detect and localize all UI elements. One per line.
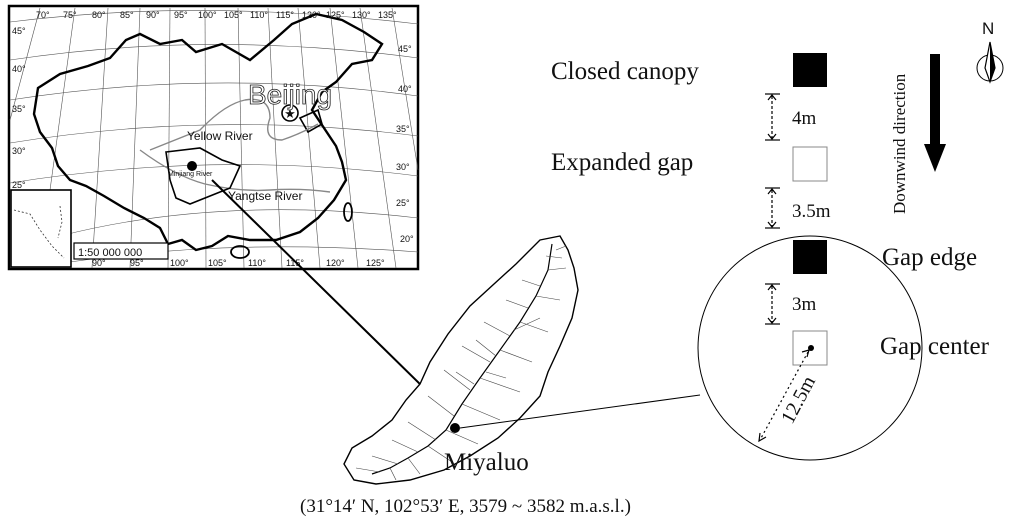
closed-canopy-label: Closed canopy: [551, 58, 699, 85]
lat-right-tick-5: 20°: [400, 234, 414, 244]
south-china-sea-inset: [10, 189, 72, 268]
latitude-ticks-right: 45° 40° 35° 30° 25° 20°: [396, 44, 414, 244]
gap-edge-label: Gap edge: [882, 244, 977, 271]
beijing-label: Beijing: [248, 79, 332, 110]
china-inset-map: ★ Beijing Yellow River Yangtse River Min…: [7, 4, 420, 271]
lat-left-tick-3: 30°: [12, 146, 26, 156]
dist-3-5m-label: 3.5m: [792, 201, 831, 222]
site-to-plot-line: [459, 394, 701, 429]
longitude-ticks-top: 70° 75° 80° 85° 90° 95° 100° 105° 110° 115° 120° 12…: [36, 10, 397, 20]
miyaluo-label: Miyaluo: [444, 449, 529, 476]
beijing-star-icon: ★: [281, 104, 299, 122]
lat-right-tick-3: 30°: [396, 162, 410, 172]
scale-label: 1:50 000 000: [78, 247, 142, 259]
gap-center-label: Gap center: [880, 333, 990, 360]
lon-top-tick-9: 115°: [276, 10, 294, 20]
lon-top-tick-4: 90°: [146, 10, 160, 20]
inset-connector-line: [211, 179, 425, 389]
lon-top-tick-5: 95°: [174, 10, 188, 20]
taiwan-island: [343, 202, 353, 222]
lat-left-tick-2: 35°: [12, 104, 26, 114]
lat-right-tick-4: 25°: [396, 198, 410, 208]
study-location-dot: [187, 161, 197, 171]
lon-bottom-tick-2: 100°: [170, 258, 189, 268]
lon-top-tick-7: 105°: [224, 10, 243, 20]
closed-canopy-square: [793, 53, 827, 87]
yellow-river-label: Yellow River: [187, 129, 253, 143]
lon-bottom-tick-0: 90°: [92, 258, 106, 268]
gap-boundary-circle: [697, 235, 923, 461]
expanded-gap-label: Expanded gap: [551, 149, 693, 176]
north-label: N: [982, 19, 994, 38]
minjiang-river-label: Minjiang River: [168, 171, 213, 178]
miyaluo-site-dot: [450, 423, 460, 433]
lon-top-tick-12: 130°: [352, 10, 371, 20]
lat-left-tick-1: 40°: [12, 64, 26, 74]
watershed-shape: [343, 235, 579, 485]
distance-markers: [758, 93, 810, 443]
lon-top-tick-1: 75°: [63, 10, 77, 20]
lon-top-tick-2: 80°: [92, 10, 106, 20]
lat-right-tick-1: 40°: [398, 84, 412, 94]
downwind-direction-label: Downwind direction: [890, 73, 909, 214]
china-outline: [32, 12, 384, 252]
watershed-tributaries: [355, 245, 567, 481]
graticule: [9, 7, 419, 269]
lon-bottom-tick-3: 105°: [208, 258, 227, 268]
latitude-ticks-left: 45° 40° 35° 30° 25°: [12, 26, 26, 190]
lat-left-tick-4: 25°: [12, 180, 26, 190]
yellow-river-line: [149, 98, 319, 151]
lon-bottom-tick-4: 110°: [248, 258, 266, 268]
expanded-gap-square: [792, 146, 828, 182]
lon-top-tick-6: 100°: [198, 10, 217, 20]
lon-top-tick-0: 70°: [36, 10, 50, 20]
svg-text:★: ★: [284, 106, 296, 121]
lat-right-tick-2: 35°: [396, 124, 410, 134]
gap-edge-square: [793, 240, 827, 274]
scale-box: [73, 242, 169, 260]
coordinates-label: (31°14′ N, 102°53′ E, 3579 ~ 3582 m.a.s.…: [300, 496, 631, 517]
dist-3m-label: 3m: [792, 294, 817, 315]
yangtse-river-line: [139, 149, 331, 193]
dist-4m-label: 4m: [792, 108, 817, 129]
sichuan-region: [165, 147, 242, 205]
lon-top-tick-3: 85°: [120, 10, 134, 20]
lat-right-tick-0: 45°: [398, 44, 412, 54]
lon-top-tick-10: 120°: [302, 10, 321, 20]
lat-left-tick-0: 45°: [12, 26, 26, 36]
radius-label: 12.5m: [777, 372, 820, 427]
plot-layout: 4m 3.5m 3m 12.5m Closed canopy Expanded …: [551, 19, 1004, 461]
north-arrow-icon: [976, 41, 1004, 84]
hainan-island: [230, 245, 250, 259]
lon-bottom-tick-1: 95°: [130, 258, 144, 268]
yangtse-river-label: Yangtse River: [228, 189, 302, 203]
downwind-arrow-icon: [924, 54, 946, 172]
lon-bottom-tick-7: 125°: [366, 258, 385, 268]
lon-top-tick-8: 110°: [250, 10, 268, 20]
lon-top-tick-13: 135°: [378, 10, 397, 20]
lon-bottom-tick-6: 120°: [326, 258, 345, 268]
lon-top-tick-11: 125°: [326, 10, 345, 20]
